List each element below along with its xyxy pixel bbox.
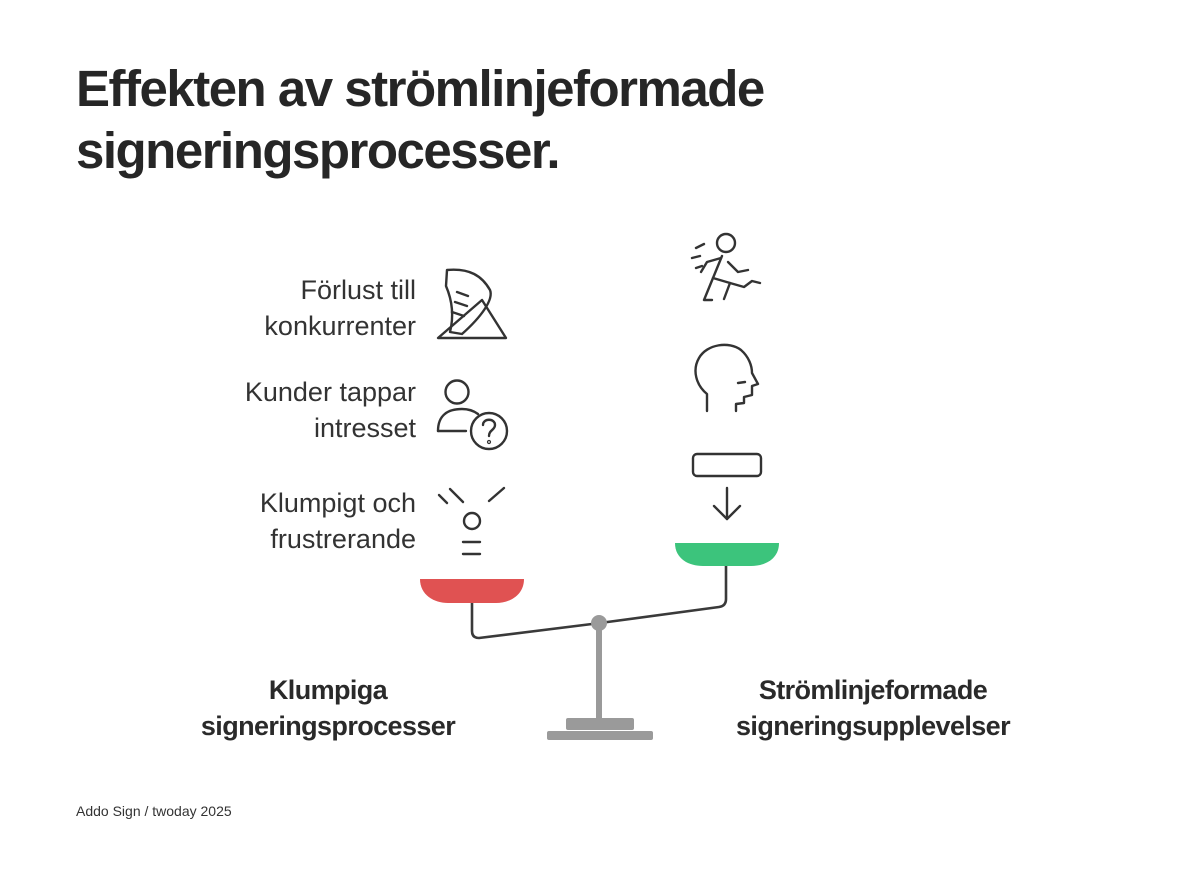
footer-credit: Addo Sign / twoday 2025: [76, 803, 232, 819]
title-line-2: signeringsprocesser.: [76, 122, 561, 179]
label-line: intresset: [313, 413, 416, 443]
arrow-down-icon: [712, 486, 742, 521]
caption-clumsy-processes: Klumpiga signeringsprocesser: [176, 672, 480, 744]
balance-scale: [420, 543, 779, 740]
label-line: frustrerande: [270, 524, 416, 554]
right-hanger: [598, 564, 728, 625]
scale-base-bottom: [547, 731, 653, 740]
caption-line: signeringsprocesser: [200, 711, 456, 741]
title-line-1: Effekten av strömlinjeformade: [76, 60, 765, 117]
label-line: konkurrenter: [264, 311, 416, 341]
falling-coin-icon: [437, 486, 506, 556]
caption-streamlined-experiences: Strömlinjeformade signeringsupplevelser: [710, 672, 1036, 744]
shoe-slope-icon: [436, 268, 508, 340]
scale-post: [596, 630, 602, 720]
scale-base-top: [566, 718, 634, 730]
left-pan: [420, 579, 524, 603]
user-question-icon: [436, 379, 509, 451]
label-line: Klumpigt och: [259, 488, 416, 518]
running-person-icon: [690, 232, 762, 302]
head-profile-icon: [694, 343, 760, 413]
label-customers-lose-interest: Kunder tappar intresset: [116, 374, 416, 446]
scale-pivot: [591, 615, 607, 631]
label-line: Förlust till: [300, 275, 416, 305]
left-hanger: [470, 601, 602, 640]
caption-line: Strömlinjeformade: [758, 675, 988, 705]
caption-line: Klumpiga: [268, 675, 388, 705]
right-pan: [675, 543, 779, 566]
label-clumsy-frustrating: Klumpigt och frustrerande: [116, 485, 416, 557]
label-loss-to-competitors: Förlust till konkurrenter: [116, 272, 416, 344]
page-title: Effekten av strömlinjeformade signerings…: [76, 58, 1076, 182]
label-line: Kunder tappar: [244, 377, 416, 407]
caption-line: signeringsupplevelser: [736, 711, 1011, 741]
rectangle-icon: [691, 452, 763, 478]
